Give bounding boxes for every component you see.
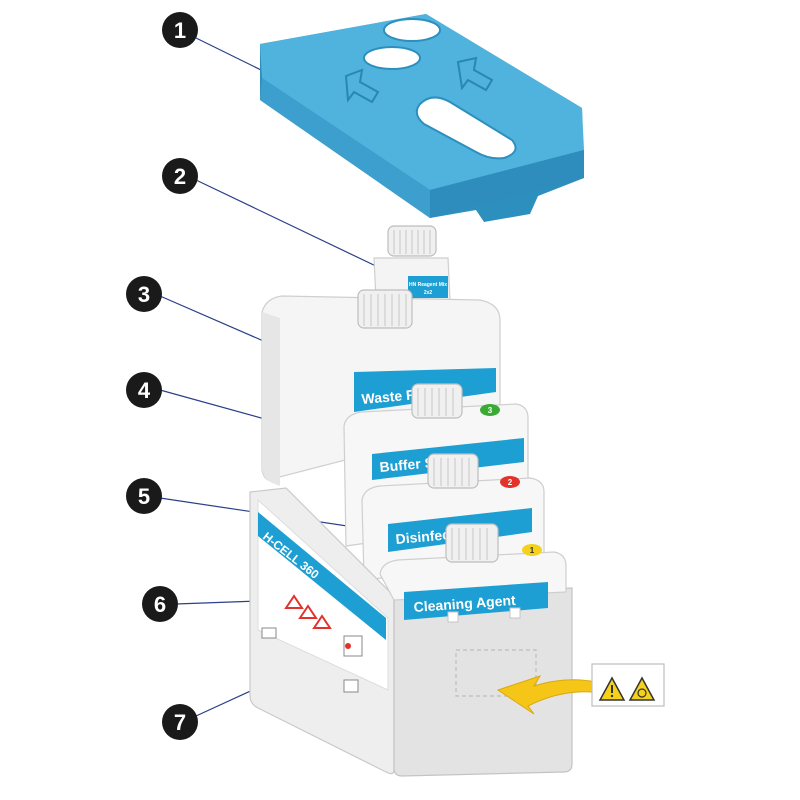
reagent-bottle: HN Reagent Mix 2x2: [373, 225, 451, 301]
lid-cover: [260, 14, 584, 222]
reagent-label: [408, 276, 448, 298]
callout-6: 6: [142, 586, 178, 622]
buffer-cap: [411, 383, 463, 419]
buffer-badge-number: 3: [488, 406, 493, 415]
disinfectant-badge: [500, 476, 520, 488]
tray-brand-band: [258, 512, 386, 640]
warning-sticker: [591, 663, 665, 707]
cleaning-badge: [522, 544, 542, 556]
callout-7: 7: [162, 704, 198, 740]
callout-1: 1: [162, 12, 198, 48]
svg-text:5: 5: [138, 484, 150, 509]
tray-hazard-symbols: [261, 594, 363, 693]
cleaning-bottle: 1 Cleaning Agent: [379, 523, 567, 623]
cleaning-label-text: Cleaning Agent: [413, 592, 516, 615]
cleaning-badge-number: 1: [530, 546, 535, 555]
yellow-arrow-icon: [496, 675, 597, 715]
svg-text:2: 2: [174, 164, 186, 189]
callout-2: 2: [162, 158, 198, 194]
svg-text:3: 3: [138, 282, 150, 307]
leader-line-2: [195, 179, 381, 269]
buffer-badge: [480, 404, 500, 416]
reagent-label-text: HN Reagent Mix: [409, 282, 447, 288]
svg-text:1: 1: [174, 18, 186, 43]
lid-arrow-right-icon: [456, 56, 494, 92]
reagent-label-sub: 2x2: [424, 290, 433, 296]
callout-badges: 1 2 3 4 5 6 7: [126, 12, 198, 740]
svg-text:7: 7: [174, 710, 186, 735]
callout-5: 5: [126, 478, 162, 514]
disinfectant-cap: [427, 453, 479, 489]
svg-text:4: 4: [138, 378, 151, 403]
callout-4: 4: [126, 372, 162, 408]
callout-3: 3: [126, 276, 162, 312]
lid-arrow-left-icon: [344, 68, 380, 104]
tray-front-panel: [393, 587, 573, 777]
lid-hole-mid: [363, 46, 421, 70]
disinfectant-badge-number: 2: [508, 478, 513, 487]
cleaning-cap: [445, 523, 499, 563]
lid-hole-top: [383, 18, 441, 42]
storage-tray: H-CELL 360: [249, 487, 573, 777]
svg-text:6: 6: [154, 592, 166, 617]
waste-label-text: Waste R: [361, 386, 417, 407]
lid-slot: [415, 96, 517, 160]
disinfectant-label-text: Disinfect: [395, 526, 456, 547]
